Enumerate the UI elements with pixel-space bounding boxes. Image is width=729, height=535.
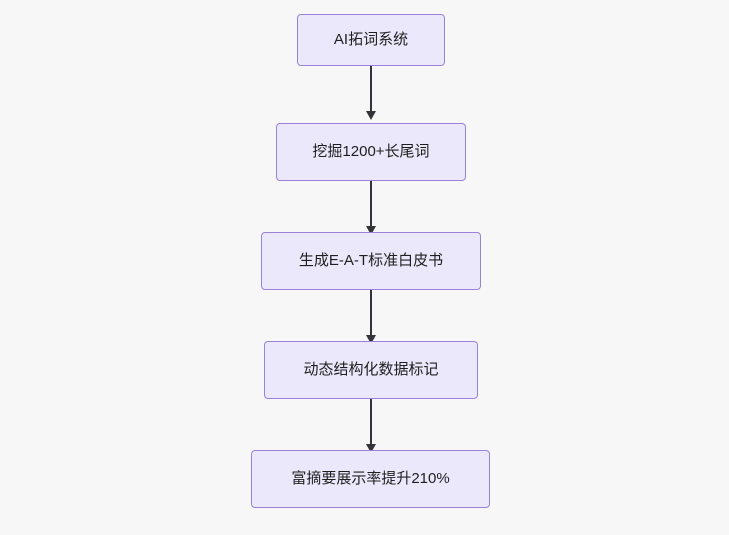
flow-arrow-3-icon xyxy=(366,335,376,344)
flow-edge-4 xyxy=(370,399,372,448)
flow-node-mine-longtail-keywords[interactable]: 挖掘1200+长尾词 xyxy=(276,123,466,181)
flow-node-ai-keyword-system[interactable]: AI拓词系统 xyxy=(297,14,445,66)
flow-arrow-1-icon xyxy=(366,111,376,120)
flow-node-generate-eat-whitepaper[interactable]: 生成E-A-T标准白皮书 xyxy=(261,232,481,290)
flow-arrow-2-icon xyxy=(366,226,376,235)
flow-node-label: 挖掘1200+长尾词 xyxy=(312,143,430,160)
flow-node-label: 富摘要展示率提升210% xyxy=(291,470,450,487)
flow-edge-2 xyxy=(370,181,372,230)
flow-node-dynamic-structured-data[interactable]: 动态结构化数据标记 xyxy=(264,341,478,399)
flow-edge-1 xyxy=(370,66,372,115)
flow-edge-3 xyxy=(370,290,372,339)
flow-arrow-4-icon xyxy=(366,444,376,453)
flow-node-label: AI拓词系统 xyxy=(333,31,409,48)
flow-node-label: 动态结构化数据标记 xyxy=(303,361,439,378)
flow-node-rich-snippet-uplift[interactable]: 富摘要展示率提升210% xyxy=(251,450,490,508)
flow-node-label: 生成E-A-T标准白皮书 xyxy=(298,252,444,269)
